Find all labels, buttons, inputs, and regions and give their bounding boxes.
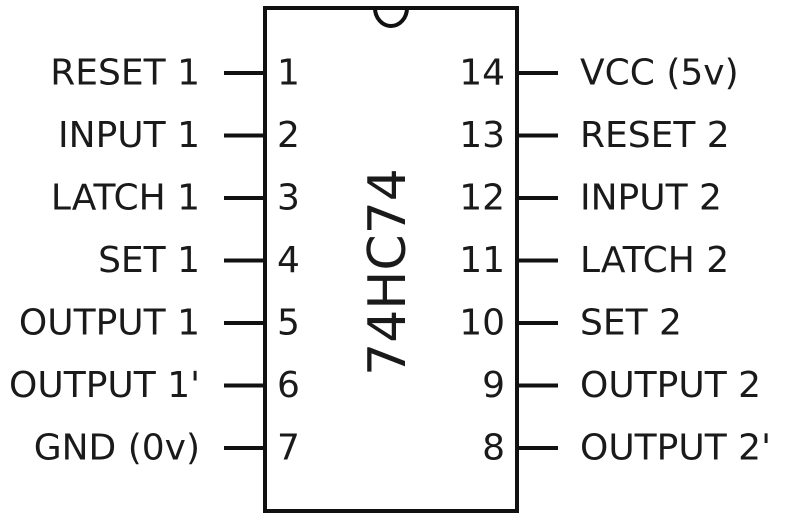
- pin-number: 13: [459, 115, 505, 156]
- pin-number: 3: [277, 178, 300, 219]
- pin-label: OUTPUT 2': [580, 428, 771, 469]
- pin-number: 12: [459, 178, 505, 219]
- pin-number: 10: [459, 303, 505, 344]
- pin-number: 7: [277, 428, 300, 469]
- pin-4: SET 1 4: [98, 240, 300, 281]
- pin-number: 5: [277, 303, 300, 344]
- pin-13: 13 RESET 2: [459, 115, 730, 156]
- right-pin-group: 14 VCC (5v) 13 RESET 2 12 INPUT 2 11 LATCH 2 10 S…: [459, 53, 771, 469]
- pin-5: OUTPUT 1 5: [19, 303, 300, 344]
- pin-label: LATCH 1: [51, 178, 200, 219]
- orientation-notch-icon: [373, 7, 409, 28]
- pin-2: INPUT 1 2: [58, 115, 300, 156]
- pin-6: OUTPUT 1' 6: [9, 365, 300, 406]
- pin-number: 2: [277, 115, 300, 156]
- pin-number: 1: [277, 53, 300, 94]
- pin-3: LATCH 1 3: [51, 178, 300, 219]
- pin-label: RESET 2: [580, 115, 730, 156]
- pin-11: 11 LATCH 2: [459, 240, 729, 281]
- pin-label: OUTPUT 2: [580, 365, 761, 406]
- pin-label: INPUT 2: [580, 178, 722, 219]
- pin-label: RESET 1: [50, 53, 200, 94]
- pin-7: GND (0v) 7: [34, 428, 300, 469]
- pin-number: 9: [482, 365, 505, 406]
- pin-number: 8: [482, 428, 505, 469]
- pin-label: GND (0v): [34, 428, 200, 469]
- pin-number: 6: [277, 365, 300, 406]
- pin-label: OUTPUT 1': [9, 365, 200, 406]
- pin-label: SET 1: [98, 240, 200, 281]
- pin-label: SET 2: [580, 303, 682, 344]
- pin-label: OUTPUT 1: [19, 303, 200, 344]
- pin-1: RESET 1 1: [50, 53, 300, 94]
- pin-label: VCC (5v): [580, 53, 739, 94]
- pin-10: 10 SET 2: [459, 303, 682, 344]
- pin-label: INPUT 1: [58, 115, 200, 156]
- pin-label: LATCH 2: [580, 240, 729, 281]
- pin-number: 11: [459, 240, 505, 281]
- pin-12: 12 INPUT 2: [459, 178, 722, 219]
- chip-name: 74HC74: [358, 168, 418, 376]
- pin-14: 14 VCC (5v): [459, 53, 738, 94]
- pin-9: 9 OUTPUT 2: [482, 365, 761, 406]
- pin-8: 8 OUTPUT 2': [482, 428, 771, 469]
- pin-number: 4: [277, 240, 300, 281]
- pin-number: 14: [459, 53, 505, 94]
